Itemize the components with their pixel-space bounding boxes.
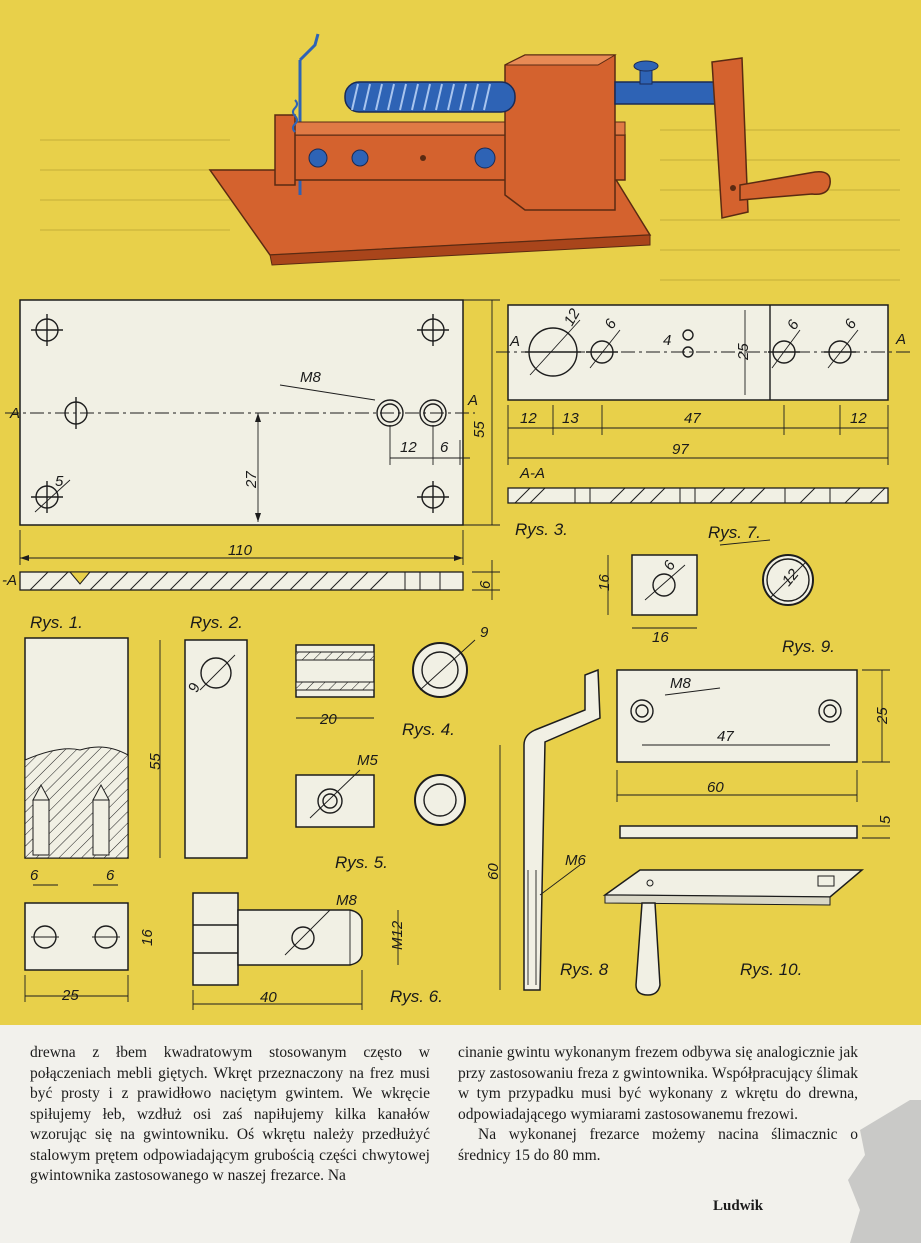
dim-20: 20: [319, 711, 337, 728]
dim-25: 25: [735, 343, 752, 361]
section-a-label-right: A: [467, 392, 478, 409]
dim-60-plate: 60: [707, 779, 724, 796]
dim-47: 47: [684, 410, 701, 427]
dim-9-ring: 9: [480, 624, 489, 641]
rys6-parts: [24, 884, 399, 1010]
dim-47-plate: 47: [717, 728, 734, 745]
text-column-left: drewna z łbem kwadratowym stosowanym czę…: [30, 1043, 430, 1187]
author-signature: Ludwik: [713, 1198, 764, 1214]
rys6-label: Rys. 6.: [390, 987, 443, 1006]
section-aa-label: A-A: [519, 465, 545, 482]
dim-4: 4: [663, 332, 671, 349]
dim-97: 97: [672, 441, 689, 458]
rys3-label: Rys. 3.: [515, 520, 568, 539]
rys1-plate-top-view: [5, 299, 500, 600]
dim-12-beam-right: 12: [850, 410, 867, 427]
dim-16-b: 16: [652, 629, 669, 646]
rys10-label: Rys. 10.: [740, 960, 802, 979]
dim-m8: M8: [300, 369, 321, 386]
dim-27: 27: [243, 471, 260, 489]
rys1-label: Rys. 1.: [30, 613, 83, 632]
dim-12-beam: 12: [520, 410, 537, 427]
dim-m6: M6: [565, 852, 586, 869]
dim-16-a: 16: [596, 574, 613, 591]
rys5-parts: [295, 769, 466, 828]
dim-12-hole: 12: [561, 305, 584, 329]
dim-6-plate-right: 6: [106, 867, 115, 884]
section-a-beam-right: A: [895, 331, 906, 348]
dim-6: 6: [440, 439, 449, 456]
rys4-label: Rys. 4.: [402, 720, 455, 739]
dim-m8-bolt: M8: [336, 892, 357, 909]
dim-m8-plate: M8: [670, 675, 691, 692]
section-a-beam-left: A: [509, 333, 520, 350]
rys7-parts: [607, 539, 814, 629]
dim-16-plate: 16: [139, 929, 156, 946]
dim-13: 13: [562, 410, 579, 427]
dim-6-thickness: 6: [477, 580, 494, 589]
rys8-rod: [499, 668, 601, 991]
milling-machine-illustration: [208, 33, 831, 266]
dim-12: 12: [400, 439, 417, 456]
rys2-label: Rys. 2.: [190, 613, 243, 632]
dim-m12: M12: [389, 920, 406, 950]
section-aa-strip-label: -A: [2, 572, 17, 589]
paragraph: drewna z łbem kwadratowym stosowanym czę…: [30, 1044, 430, 1184]
dim-25-plate: 25: [61, 987, 79, 1004]
dim-40: 40: [260, 989, 277, 1006]
rys5-label: Rys. 5.: [335, 853, 388, 872]
dim-55-block: 55: [147, 753, 164, 770]
dim-5-plate: 5: [877, 815, 894, 824]
dim-25-plate-b: 25: [874, 707, 891, 725]
dim-m5: M5: [357, 752, 378, 769]
drawing-page: A A 110 55 27 12 6 M8 5 6 -A: [2, 33, 910, 1010]
rys3-beam: [496, 304, 910, 504]
rys10-assembly: [602, 869, 865, 996]
faded-background-text: [40, 129, 900, 281]
dim-6-plate-left: 6: [30, 867, 39, 884]
rys1-block: [24, 637, 129, 859]
text-column-right: cinanie gwintu wykonanym frezem odbywa s…: [458, 1043, 858, 1166]
dim-55: 55: [471, 421, 488, 438]
rys7-label: Rys. 7.: [708, 523, 761, 542]
dim-110: 110: [228, 542, 253, 559]
paragraph: cinanie gwintu wykonanym frezem odbywa s…: [458, 1044, 858, 1123]
rys4-parts: [295, 639, 476, 719]
rys2-block: [159, 639, 248, 859]
rys9-plate: [616, 669, 890, 839]
article-text: drewna z łbem kwadratowym stosowanym czę…: [0, 1025, 921, 1243]
rys8-label: Rys. 8: [560, 960, 609, 979]
section-a-label: A: [9, 405, 20, 422]
torn-paper-corner: [848, 1100, 921, 1243]
rys9-label: Rys. 9.: [782, 637, 835, 656]
dim-60-rod: 60: [485, 863, 502, 880]
technical-drawing: A A 110 55 27 12 6 M8 5 6 -A: [2, 33, 910, 1010]
dim-5: 5: [55, 473, 64, 490]
paragraph: Na wykonanej frezarce możemy nacina ślim…: [458, 1126, 858, 1164]
